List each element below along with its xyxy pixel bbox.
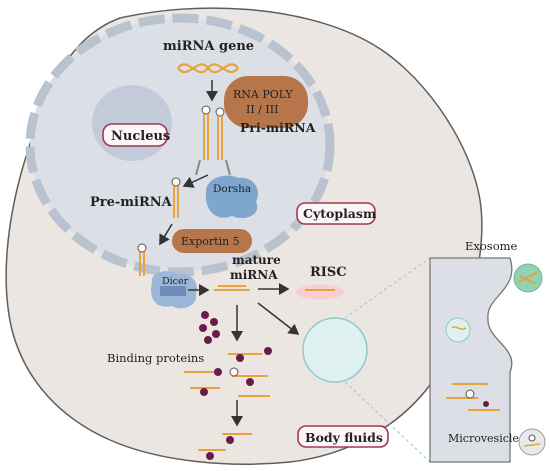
- pri-mirna-label: Pri-miRNA: [240, 120, 316, 135]
- microvesicle-icon: [518, 428, 546, 456]
- released-mirna: [198, 433, 252, 460]
- dorsha-label: Dorsha: [213, 183, 251, 195]
- microvesicle-cargo: [523, 443, 541, 447]
- rna-poly-label-line2: II / III: [246, 103, 278, 116]
- mature-label-line1: mature: [232, 253, 281, 267]
- exportin-label: Exportin 5: [181, 235, 240, 248]
- risc-label: RISC: [310, 265, 347, 280]
- nucleus-label-box: [102, 123, 168, 147]
- pri-mirna-hairpin-icon: [195, 105, 231, 176]
- mature-mirna-duplex-icon: [214, 285, 250, 291]
- inset-exosome-cargo: [451, 326, 467, 330]
- inset-hairpin-loop: [465, 389, 475, 399]
- rna-poly-label-line1: RNA POLY: [233, 88, 293, 101]
- inset-protein-dot: [483, 401, 489, 407]
- pre-mirna-hairpin-icon: [171, 177, 181, 218]
- nucleolus: [92, 85, 172, 161]
- zoom-line-bottom: [344, 381, 431, 463]
- cytoplasm-label: Cytoplasm: [303, 206, 376, 221]
- bound-mirna-cluster: [184, 353, 270, 397]
- arrow-to-vesicle: [257, 302, 300, 335]
- nucleus-label: Nucleus: [111, 129, 170, 144]
- inset-mirna-cargo: [446, 383, 500, 411]
- rna-polymerase: [224, 76, 308, 128]
- binding-protein-cluster: [199, 311, 220, 344]
- dicer-label: Dicer: [162, 276, 189, 287]
- dna-helix-icon: [177, 63, 239, 74]
- exosome-cargo: [517, 271, 539, 285]
- mirna-gene-label: miRNA gene: [163, 39, 254, 54]
- budding-vesicle: [302, 317, 368, 383]
- binding-proteins-label: Binding proteins: [107, 351, 204, 365]
- bound-protein-dots: [200, 347, 272, 396]
- risc-complex: [296, 284, 344, 300]
- zoom-line-top: [344, 257, 431, 319]
- dorsha-enzyme: [205, 175, 258, 219]
- body-fluids-label: Body fluids: [305, 430, 383, 445]
- exported-hairpin-icon: [137, 243, 147, 276]
- arrow-pri-to-pre: [182, 174, 209, 188]
- microvesicle-label: Microvesicle: [448, 432, 519, 445]
- hairpin-loop: [229, 367, 239, 377]
- exportin-5: [172, 229, 252, 253]
- exosome-label: Exosome: [465, 239, 518, 253]
- cytoplasm-label-box: [296, 202, 376, 225]
- body-fluids-label-box: [297, 425, 389, 448]
- arrow-pre-to-export: [159, 223, 173, 246]
- mature-label-line2: miRNA: [230, 268, 278, 282]
- nuclear-envelope: [25, 13, 335, 277]
- inset-exosome: [445, 317, 471, 343]
- dicer-enzyme: [150, 271, 198, 309]
- microvesicle-cargo-loop: [528, 434, 536, 442]
- pre-mirna-label: Pre-miRNA: [90, 195, 173, 210]
